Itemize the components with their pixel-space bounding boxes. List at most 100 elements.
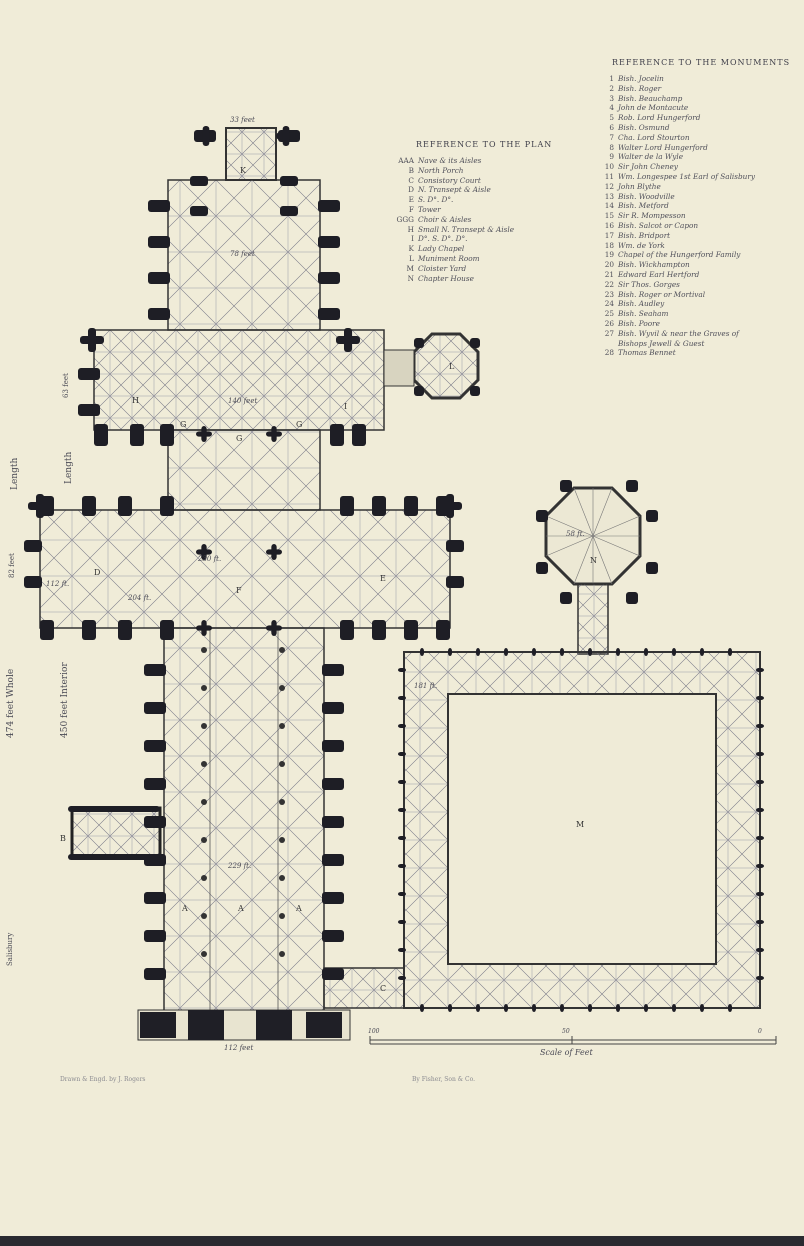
monument-reference-text: Wm. Longespee 1st Earl of Salisbury	[618, 171, 755, 181]
buttress	[280, 176, 298, 186]
buttress	[160, 620, 174, 640]
nave-pier	[279, 647, 285, 653]
buttress	[36, 494, 44, 518]
nave-pier	[279, 761, 285, 767]
lady-chapel-outline	[225, 127, 277, 181]
monument-reference-key: 14	[604, 201, 614, 211]
monument-reference-row: 11 Wm. Longespee 1st Earl of Salisbury	[600, 172, 755, 182]
buttress	[504, 1004, 508, 1012]
label-474-feet-whole: 474 feet Whole	[6, 668, 16, 738]
label-F: F	[236, 586, 242, 595]
monument-reference-key: 7	[609, 132, 614, 142]
credit-publisher: By Fisher, Son & Co.	[412, 1076, 476, 1083]
buttress	[318, 308, 340, 320]
buttress	[470, 338, 480, 348]
monument-reference-key: 19	[604, 250, 614, 260]
buttress	[144, 816, 166, 828]
west-front	[137, 1009, 351, 1041]
plan-reference-text: Lady Chapel	[418, 244, 465, 254]
nave-pier	[279, 951, 285, 957]
monument-reference-key: 3	[609, 93, 614, 103]
buttress	[756, 948, 764, 952]
monument-reference-key: 22	[604, 279, 614, 289]
buttress	[470, 386, 480, 396]
buttress	[756, 976, 764, 980]
muniment-room	[383, 332, 480, 400]
plan-reference-key: B	[408, 165, 414, 175]
buttress	[560, 648, 564, 656]
label-L: L	[449, 362, 455, 371]
buttress	[398, 808, 406, 812]
bottom-border-strip	[0, 1236, 804, 1246]
dim-transept-length: 230 ft.	[198, 555, 222, 563]
buttress	[190, 206, 208, 216]
buttress	[322, 816, 344, 828]
nave-pier	[279, 913, 285, 919]
dim-n-transept-length: 204 ft.	[128, 594, 152, 602]
buttress	[372, 496, 386, 516]
plan-reference-key: L	[409, 253, 414, 263]
nave-pier	[201, 837, 207, 843]
buttress	[756, 920, 764, 924]
buttress	[340, 620, 354, 640]
buttress	[144, 778, 166, 790]
buttress	[398, 920, 406, 924]
plan-reference-key: F	[408, 204, 414, 214]
buttress	[144, 740, 166, 752]
label-A-north: A	[182, 904, 188, 913]
buttress	[404, 496, 418, 516]
label-G-north: G	[180, 420, 187, 429]
monument-reference-key: 16	[604, 220, 614, 230]
plan-reference-key: AAA	[398, 156, 414, 165]
plan-reference-text: Small N. Transept & Aisle	[418, 224, 515, 234]
label-450-feet-interior: 450 feet Interior	[60, 662, 70, 738]
label-B: B	[60, 834, 66, 843]
buttress	[446, 576, 464, 588]
buttress	[756, 780, 764, 784]
label-82-feet: 82 feet	[8, 553, 16, 578]
label-C: C	[380, 984, 387, 993]
monument-reference-text: Wm. de York	[618, 240, 665, 250]
buttress	[330, 424, 344, 446]
buttress	[144, 930, 166, 942]
monument-reference-text: John Blythe	[618, 181, 661, 191]
buttress	[282, 126, 290, 146]
buttress	[588, 648, 592, 656]
monument-reference-key: 17	[604, 230, 614, 240]
monument-reference-text: Walter Lord Hungerford	[618, 142, 708, 152]
monument-reference-key: 25	[604, 309, 614, 319]
buttress	[756, 724, 764, 728]
monument-reference-key: 28	[604, 348, 614, 358]
nave-pier	[201, 913, 207, 919]
monument-reference-key: 11	[604, 171, 614, 181]
buttress	[190, 176, 208, 186]
buttress	[646, 510, 658, 522]
plan-reference-key: D	[408, 185, 414, 195]
label-G-south: G	[296, 420, 303, 429]
plan-reference-key: M	[406, 263, 414, 273]
scale-tick-0: 0	[758, 1028, 762, 1035]
buttress	[626, 480, 638, 492]
monument-reference-text: Bish. Woodville	[618, 191, 675, 201]
buttress	[372, 620, 386, 640]
buttress	[322, 664, 344, 676]
buttress	[82, 496, 96, 516]
buttress	[24, 540, 42, 552]
buttress	[144, 702, 166, 714]
buttress	[148, 272, 170, 284]
